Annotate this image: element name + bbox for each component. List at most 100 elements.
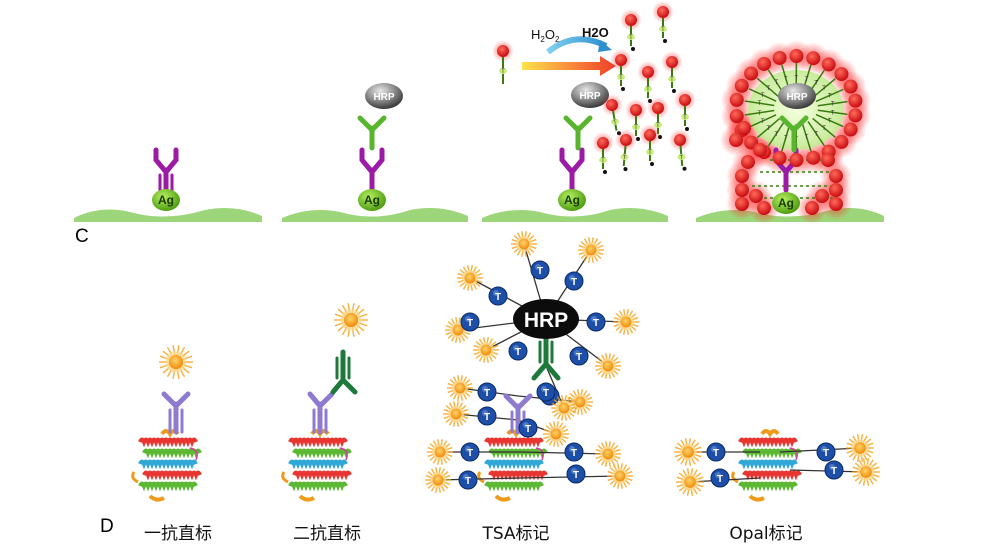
- tyramide-linker: [815, 88, 844, 103]
- tyramide-label: T: [758, 101, 762, 107]
- tyramide-label: T: [822, 86, 826, 92]
- tyramide-node: T: [477, 406, 497, 426]
- tyramide-label: T: [766, 86, 770, 92]
- tyramide-node: T: [586, 312, 606, 332]
- tyramide-node: T: [824, 460, 844, 480]
- activated-tyramide: T: [615, 129, 637, 172]
- red-fluorophore: [821, 153, 835, 167]
- red-fluorophore: [789, 152, 804, 167]
- activated-tyramide: T: [620, 9, 642, 51]
- orange-fluorophore: [567, 389, 593, 415]
- ground-strip-1: [74, 208, 262, 222]
- svg-text:T: T: [467, 318, 473, 329]
- panel-c-label: C: [75, 226, 89, 247]
- panel-c: Ag HRP Ag HRP Ag: [74, 1, 884, 247]
- protein-helix: [738, 481, 798, 492]
- tyramide-label: T: [766, 126, 770, 132]
- radical-dot: [603, 170, 607, 174]
- svg-text:T: T: [629, 35, 633, 41]
- radical-dot: [650, 162, 654, 166]
- tyramide-label: T: [805, 77, 809, 83]
- primary-antibody: [307, 391, 335, 435]
- hrp-label: HRP: [786, 92, 807, 103]
- svg-text:T: T: [646, 87, 650, 93]
- activated-tyramide: T: [610, 49, 632, 91]
- svg-text:T: T: [576, 352, 582, 363]
- red-fluorophore: [806, 150, 821, 165]
- caption-secondary-direct: 二抗直标: [293, 524, 361, 544]
- red-fluorophore: [829, 183, 843, 197]
- radical-dot: [623, 167, 628, 172]
- svg-text:T: T: [571, 277, 577, 288]
- svg-text:T: T: [679, 155, 684, 161]
- protein-helix: [142, 470, 202, 481]
- radical-dot: [682, 166, 687, 171]
- protein-helix: [484, 437, 544, 448]
- svg-text:T: T: [831, 466, 837, 477]
- hrp-label: HRP: [579, 91, 600, 102]
- orange-fluorophore: [425, 467, 451, 493]
- tyramide-linker: [817, 100, 848, 107]
- protein-helix: [142, 448, 202, 459]
- svg-text:T: T: [484, 412, 490, 423]
- orange-fluorophore: [457, 265, 483, 291]
- ground-strip-3: [482, 208, 668, 222]
- panel-d-label: D: [100, 516, 114, 537]
- protein-helix: [288, 481, 348, 492]
- red-fluorophore: [735, 183, 749, 197]
- primary-antibody: [161, 391, 191, 435]
- primary-antibody: [153, 147, 179, 193]
- tyramide-linker: [744, 100, 775, 107]
- tyramide-label: T: [805, 135, 809, 141]
- tyramide-linker: [807, 121, 825, 147]
- antigen-label: Ag: [778, 196, 794, 210]
- orange-fluorophore: [334, 303, 368, 337]
- orange-fluorophore: [852, 458, 880, 486]
- protein-helix: [488, 470, 548, 481]
- red-fluorophore: [757, 201, 771, 215]
- d-primary-direct: [159, 345, 193, 435]
- orange-fluorophore: [443, 401, 469, 427]
- tyramide-linker: [767, 121, 785, 147]
- tyramide-node: T: [564, 442, 584, 462]
- tyramide-label: T: [822, 126, 826, 132]
- secondary-antibody: [779, 115, 809, 153]
- red-fluorophore: [848, 108, 863, 123]
- red-fluorophore: [834, 134, 849, 149]
- product-h2o: H2O: [582, 25, 609, 40]
- tyramide-label: T: [774, 132, 778, 138]
- tyramide-linker: [812, 117, 836, 138]
- tyramide-linker: [815, 113, 844, 128]
- c-step1-complex: Ag: [152, 147, 180, 211]
- activated-tyramide: T: [592, 132, 614, 174]
- svg-text:T: T: [571, 448, 577, 459]
- orange-fluorophore: [846, 434, 874, 462]
- svg-text:T: T: [601, 158, 605, 164]
- tyramide-label: T: [761, 119, 765, 125]
- svg-text:T: T: [717, 474, 723, 485]
- tyramide-linker: [748, 114, 777, 128]
- activated-tyramide: T: [674, 89, 696, 131]
- tyramide-node: T: [706, 442, 726, 462]
- red-fluorophore: [805, 201, 819, 215]
- orange-fluorophore: [613, 309, 639, 335]
- hrp-label: HRP: [373, 92, 394, 103]
- fluorophore: [334, 303, 368, 337]
- tyramide-label: T: [784, 77, 788, 83]
- secondary-antibody: [531, 333, 561, 381]
- protein-helix: [138, 437, 198, 448]
- red-fluorophore: [789, 49, 804, 64]
- protein-helix: [484, 459, 544, 470]
- antigen: [558, 189, 586, 211]
- tyramide-node: T: [710, 468, 730, 488]
- svg-text:T: T: [495, 292, 501, 303]
- red-fluorophore: [753, 143, 767, 157]
- radical-dot: [672, 89, 676, 93]
- tyramide-label: T: [828, 93, 832, 99]
- protein-helix: [494, 494, 511, 502]
- tyramide-node: T: [460, 442, 480, 462]
- protein-helix: [488, 448, 548, 459]
